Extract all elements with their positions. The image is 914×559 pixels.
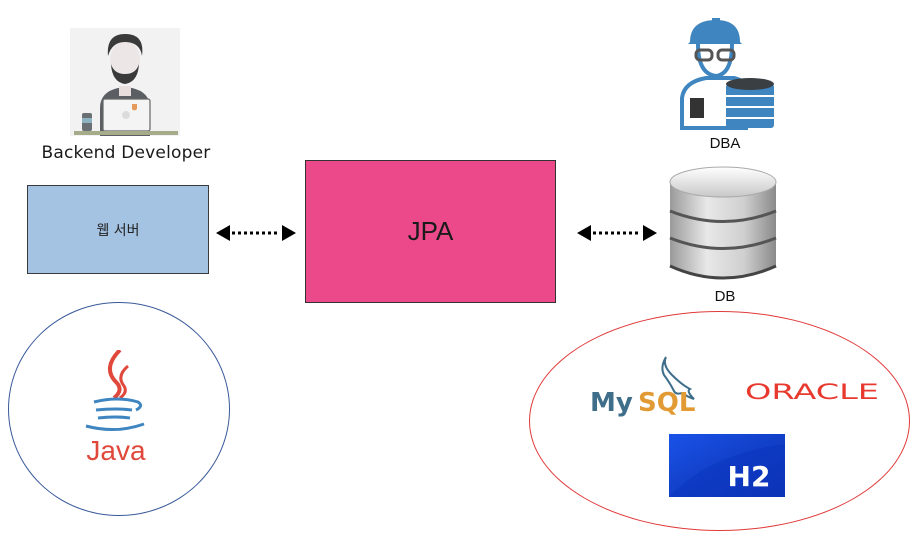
arrow-webserver-jpa — [216, 225, 296, 241]
jpa-box: JPA — [305, 160, 556, 303]
web-server-box: 웹 서버 — [27, 185, 209, 274]
dba-icon — [680, 18, 774, 130]
db-label: DB — [714, 288, 736, 305]
dba-label: DBA — [709, 135, 741, 152]
oracle-wordmark: ORACLE — [745, 381, 879, 401]
arrow-head-left — [577, 225, 591, 241]
developer-icon — [70, 28, 180, 136]
arrow-head-right — [643, 225, 657, 241]
h2-wordmark: H2 — [728, 460, 771, 493]
mysql-logo-icon: My SQL — [590, 356, 695, 417]
mysql-dolphin — [661, 356, 695, 400]
java-wordmark: Java — [86, 435, 146, 465]
mysql-sql: SQL — [638, 388, 695, 417]
arrow-head-left — [216, 225, 230, 241]
jpa-label: JPA — [407, 216, 454, 246]
oracle-logo-icon: ORACLE — [745, 381, 879, 401]
database-icon — [669, 166, 777, 280]
h2-logo-icon: H2 — [669, 434, 785, 497]
dba-database-stack — [726, 78, 774, 128]
web-server-label: 웹 서버 — [96, 222, 140, 239]
developer-label: Backend Developer — [41, 143, 211, 163]
vendor-group-ellipse — [529, 311, 910, 531]
arrow-jpa-db — [577, 225, 657, 241]
language-group-circle — [8, 302, 230, 516]
java-logo-icon: Java — [85, 350, 146, 465]
mysql-my: My — [590, 388, 633, 417]
arrow-head-right — [282, 225, 296, 241]
